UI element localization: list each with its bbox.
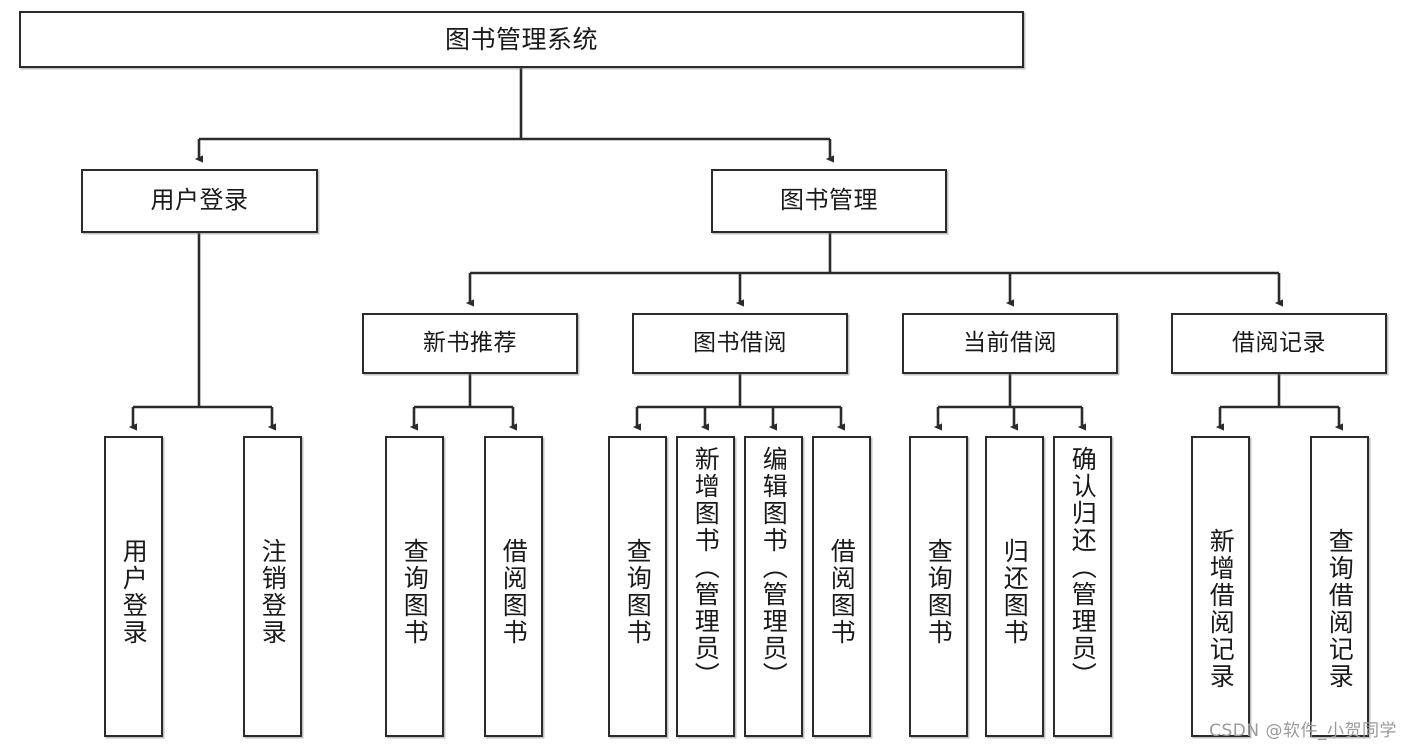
node-new-book-recommend[interactable]: 新书推荐 [362,313,578,374]
node-leaf-return-book[interactable]: 归还图书 [985,436,1044,737]
node-user-login[interactable]: 用户登录 [81,169,318,233]
node-leaf-add-book[interactable]: 新增图书（管理员） [676,436,735,737]
node-label: 编辑图书（管理员） [759,446,789,689]
node-label: 当前借阅 [963,330,1057,357]
node-label: 归还图书 [1000,538,1030,646]
node-label: 新书推荐 [423,330,517,357]
node-book-borrow[interactable]: 图书借阅 [632,313,848,374]
node-label: 查询借阅记录 [1325,528,1355,690]
node-root-system[interactable]: 图书管理系统 [19,11,1024,68]
node-leaf-add-borrow-record[interactable]: 新增借阅记录 [1191,436,1250,737]
node-label: 用户登录 [119,538,149,646]
node-leaf-query-borrow-record[interactable]: 查询借阅记录 [1310,436,1369,737]
node-leaf-query-book-borrow[interactable]: 查询图书 [608,436,667,737]
node-label: 图书管理 [780,186,878,215]
node-leaf-edit-book[interactable]: 编辑图书（管理员） [744,436,803,737]
node-label: 查询图书 [400,538,430,646]
node-leaf-borrow-book[interactable]: 借阅图书 [812,436,871,737]
node-borrow-record[interactable]: 借阅记录 [1171,313,1387,374]
node-label: 查询图书 [623,538,653,646]
node-label: 查询图书 [924,538,954,646]
node-label: 新增图书（管理员） [691,446,721,689]
node-label: 图书管理系统 [444,25,598,54]
node-leaf-user-logout[interactable]: 注销登录 [243,436,302,737]
node-leaf-borrow-book-recommend[interactable]: 借阅图书 [484,436,543,737]
node-label: 确认归还（管理员） [1068,446,1098,689]
csdn-watermark: CSDN @软件_小贺同学 [1209,721,1397,741]
node-label: 借阅图书 [499,538,529,646]
node-leaf-confirm-return[interactable]: 确认归还（管理员） [1053,436,1112,737]
node-label: 用户登录 [150,186,249,215]
node-label: 借阅记录 [1232,330,1326,357]
node-leaf-user-login[interactable]: 用户登录 [104,436,163,737]
node-leaf-query-book-current[interactable]: 查询图书 [909,436,968,737]
node-book-manage[interactable]: 图书管理 [711,169,947,233]
node-label: 注销登录 [258,538,288,646]
node-leaf-query-book-recommend[interactable]: 查询图书 [385,436,444,737]
node-label: 图书借阅 [693,330,787,357]
node-current-borrow[interactable]: 当前借阅 [902,313,1118,374]
node-label: 借阅图书 [827,538,857,646]
node-label: 新增借阅记录 [1206,528,1236,690]
